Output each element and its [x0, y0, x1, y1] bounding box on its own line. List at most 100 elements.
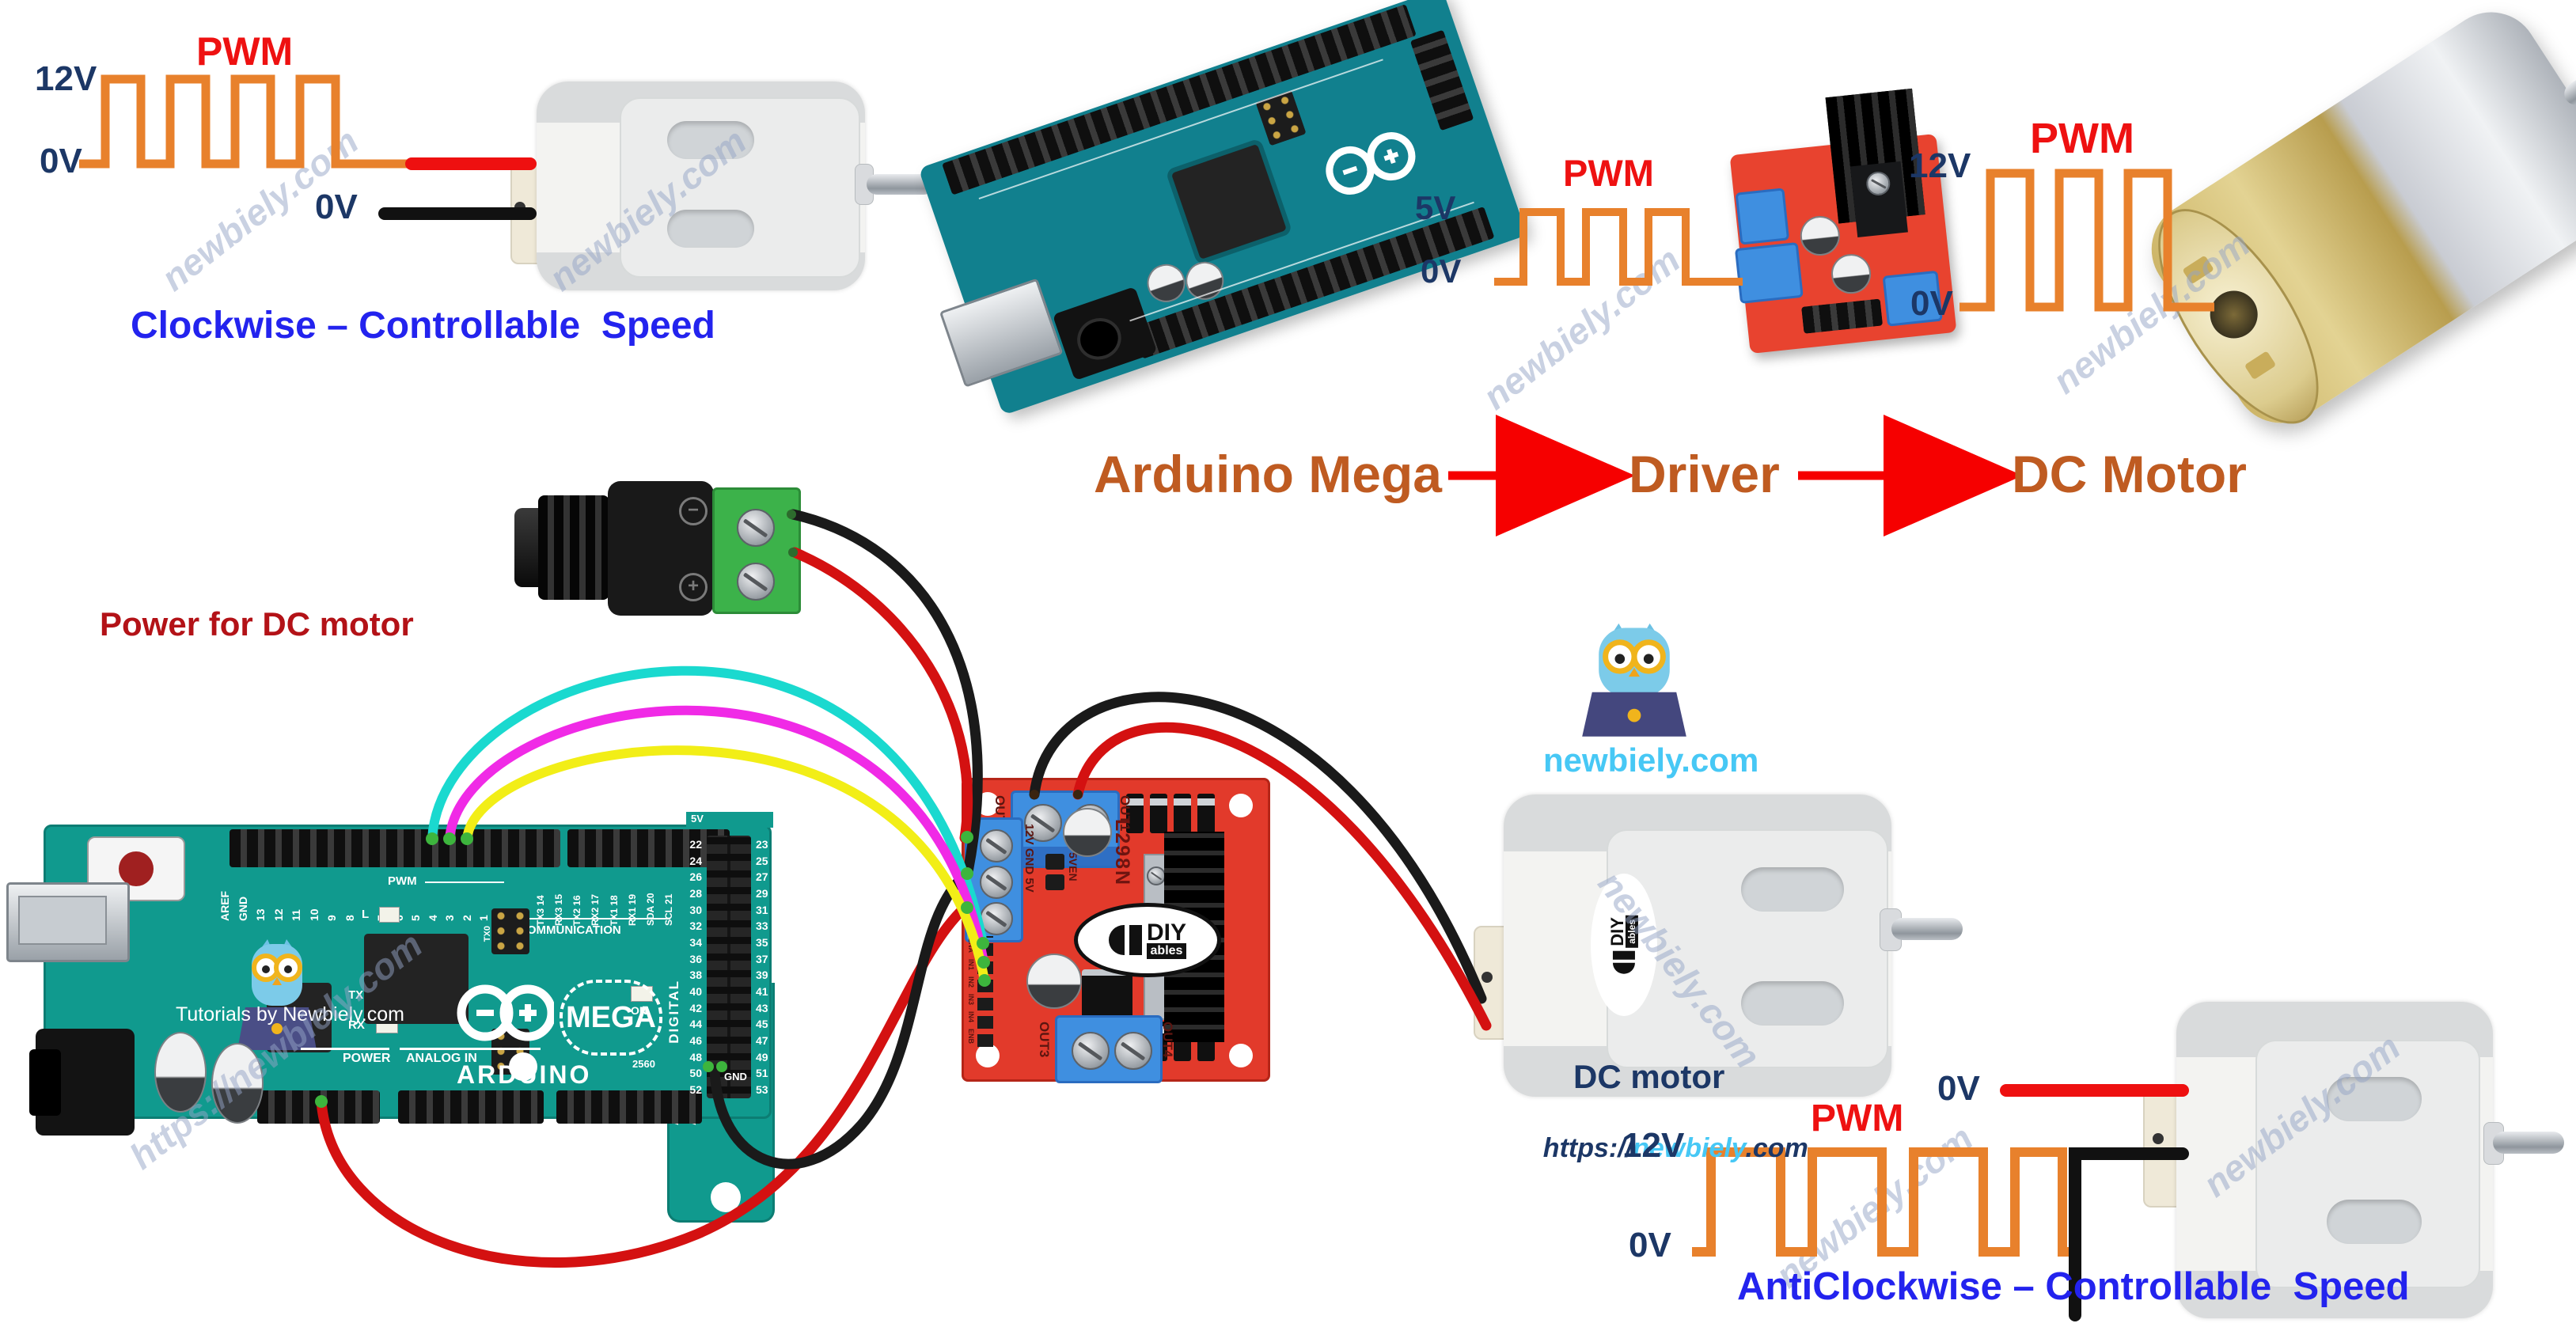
led-rx-label: RX — [348, 1018, 365, 1032]
out4-label: OUT4 — [1160, 1022, 1175, 1058]
digital-side-header — [707, 836, 751, 1098]
terminal-screw — [737, 509, 775, 547]
pin-label: 22 — [689, 838, 702, 851]
tab-5v-label: 5V — [691, 813, 704, 825]
comm-bracket-line — [518, 918, 670, 919]
terminal-screw — [980, 829, 1013, 863]
pin-label: IN3 — [967, 993, 975, 1005]
newbiely-owl-logo-icon — [1582, 623, 1686, 737]
pin-label: 43 — [756, 1001, 768, 1014]
pwm-wave-12v — [1960, 169, 2214, 312]
arduino-mega-photo — [918, 0, 1527, 415]
diode — [1150, 794, 1167, 833]
jumper-pin — [1045, 874, 1064, 890]
flow-step-arduino: Arduino Mega — [1094, 445, 1442, 503]
diode — [1197, 794, 1215, 833]
adapter-terminal-block — [712, 487, 801, 614]
pin-label: ENA — [967, 938, 975, 954]
flow-step-motor: DC Motor — [2012, 445, 2247, 503]
mounting-hole — [1229, 794, 1253, 817]
url-suffix: .com — [1745, 1133, 1808, 1163]
pin-label: 39 — [756, 969, 768, 982]
usb-port-slot — [18, 896, 107, 945]
voltage-low-label: 0V — [1421, 252, 1462, 290]
terminal-screw — [1114, 1032, 1152, 1070]
wire-red — [316, 903, 969, 1268]
voltage-high-label: 12V — [1909, 146, 1971, 185]
power-adapter: − + — [514, 481, 801, 616]
pin-label: 34 — [689, 935, 702, 949]
pin-label: 53 — [756, 1082, 768, 1096]
wire-black — [2069, 1147, 2189, 1321]
pin-label: 32 — [689, 919, 702, 933]
diyables-motor-logo: DIY ables — [1591, 874, 1657, 1016]
usb-port — [6, 882, 130, 962]
diyables-glyph-icon — [1129, 925, 1142, 955]
digital-header-top — [230, 829, 560, 867]
motor-slot — [1741, 981, 1844, 1026]
pin-label: 23 — [756, 838, 768, 851]
diy-text: DIY — [1146, 919, 1186, 946]
wire-0v-label: 0V — [315, 188, 358, 226]
pin-label: 35 — [756, 935, 768, 949]
diode — [1174, 794, 1191, 833]
capacitor — [211, 1043, 264, 1124]
motor-body — [2176, 1002, 2493, 1318]
pin-label: 52 — [689, 1082, 702, 1096]
pin-label: 27 — [756, 870, 768, 884]
out3-label: OUT3 — [1037, 1022, 1052, 1058]
mounting-hole — [976, 1044, 1000, 1067]
pin-label: 36 — [689, 952, 702, 965]
terminal-entry-dots — [1030, 790, 1083, 799]
jumper-5ven-label: 5VEN — [1067, 852, 1079, 882]
motor-terminal — [2153, 1133, 2164, 1144]
pwm-wave-bottom — [1692, 1147, 2069, 1257]
pin-label: 44 — [689, 1018, 702, 1031]
adapter-barrel-ridges — [538, 495, 609, 600]
dc-power-jack — [29, 1029, 135, 1136]
gnd-label: GND — [724, 1071, 747, 1082]
pin-label: 46 — [689, 1033, 702, 1047]
diode — [1126, 794, 1144, 833]
arduino-infinity-logo — [457, 984, 554, 1041]
terminal-screw — [1024, 804, 1062, 842]
communication-header — [567, 829, 730, 867]
jumper-pin — [1045, 854, 1064, 870]
pin-label: 24 — [689, 854, 702, 867]
wire-black — [1029, 692, 1487, 1004]
pin-label: 45 — [756, 1018, 768, 1031]
pin-label: 29 — [756, 886, 768, 900]
pwm-title: PWM — [196, 29, 294, 74]
pwm-section-label: PWM — [388, 874, 417, 888]
pin-label: 28 — [689, 886, 702, 900]
voltage-low-label: 0V — [1910, 284, 1953, 323]
adapter-dots — [787, 510, 798, 557]
pwm-title: PWM — [1563, 152, 1654, 194]
voltage-high-label: 5V — [1415, 189, 1456, 226]
pin-label: 49 — [756, 1050, 768, 1063]
pin-label: IN2 — [967, 976, 975, 988]
motor-body: DIY ables — [1504, 794, 1891, 1097]
capacitor — [1063, 808, 1112, 857]
motor-body — [537, 82, 865, 290]
communication-label: COMMUNICATION — [518, 923, 621, 937]
adapter-barrel-tip — [514, 508, 541, 587]
terminal-screw — [980, 902, 1013, 935]
pwm-title: PWM — [1811, 1098, 1904, 1139]
terminal-screw — [980, 866, 1013, 899]
power-for-motor-label: Power for DC motor — [100, 605, 414, 643]
pin-label: 42 — [689, 1001, 702, 1014]
power-pins-label: 12V GND 5V — [1022, 824, 1036, 893]
url-brand: newbiely — [1633, 1133, 1746, 1163]
analog-bracket-line — [400, 1048, 541, 1050]
motor-slot — [667, 121, 754, 159]
dc-motor-clockwise — [506, 75, 934, 301]
wire-yellow — [462, 745, 989, 985]
anticlockwise-caption: AntiClockwise – Controllable Speed — [1737, 1265, 2410, 1308]
analog-header-a — [398, 1090, 544, 1124]
